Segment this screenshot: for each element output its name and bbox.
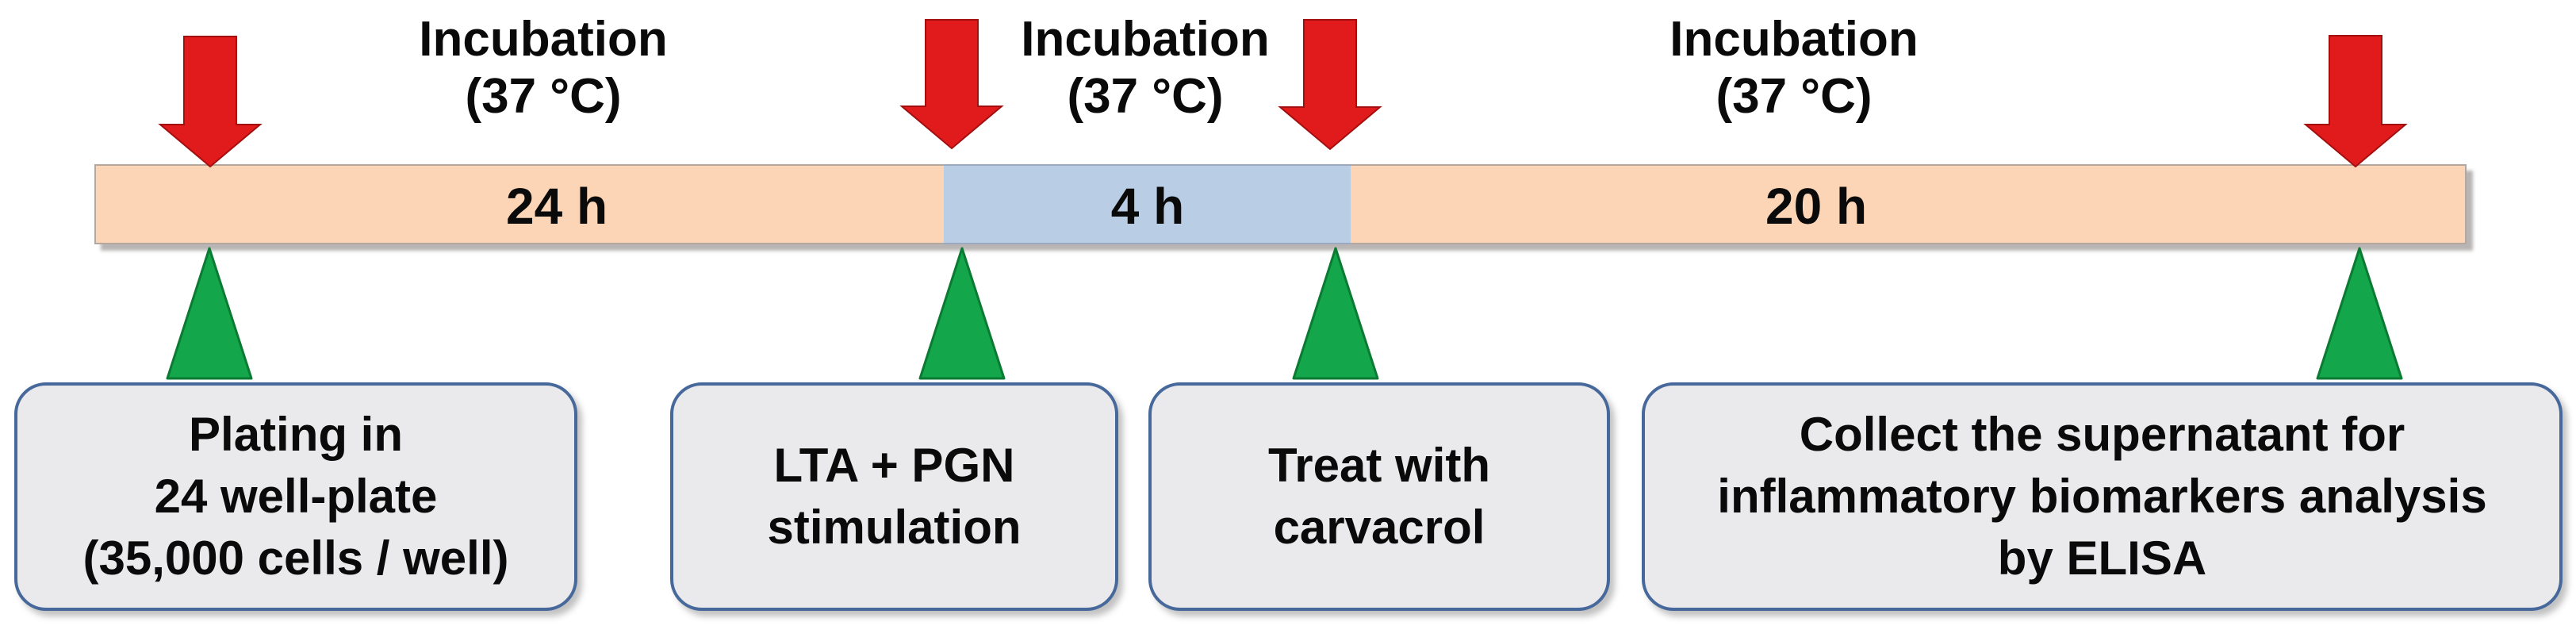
incubation-label-line2: (37 °C) bbox=[1715, 69, 1873, 124]
timeline-label-20h: 20 h bbox=[1765, 177, 1868, 235]
step-line: stimulation bbox=[767, 501, 1022, 554]
timeline-label-24h: 24 h bbox=[505, 177, 608, 235]
green-triangle-stimulation-icon bbox=[918, 247, 1006, 380]
incubation-label-line1: Incubation bbox=[1021, 12, 1270, 67]
green-triangle-collection-icon bbox=[2316, 247, 2403, 380]
step-line: inflammatory biomarkers analysis bbox=[1717, 470, 2487, 523]
incubation-label-line1: Incubation bbox=[419, 12, 668, 67]
green-triangle-carvacrol-icon bbox=[1292, 247, 1379, 380]
incubation-label-line1: Incubation bbox=[1669, 12, 1919, 67]
step-line: by ELISA bbox=[1997, 532, 2207, 585]
red-arrow-stimulation-icon bbox=[899, 19, 1004, 150]
incubation-label-2: Incubation (37 °C) bbox=[1021, 11, 1269, 125]
step-line: Collect the supernatant for bbox=[1799, 408, 2405, 461]
timeline-label-4h: 4 h bbox=[1110, 177, 1185, 235]
step-line: 24 well-plate bbox=[154, 470, 438, 523]
incubation-label-3: Incubation (37 °C) bbox=[1669, 11, 1918, 125]
red-arrow-collection-icon bbox=[2303, 35, 2408, 168]
step-box-plating: Plating in 24 well-plate (35,000 cells /… bbox=[14, 382, 577, 611]
incubation-label-1: Incubation (37 °C) bbox=[419, 11, 667, 125]
step-line: carvacrol bbox=[1273, 501, 1485, 554]
step-box-collection: Collect the supernatant for inflammatory… bbox=[1642, 382, 2563, 611]
timeline-bar: 24 h 4 h 20 h bbox=[94, 164, 2467, 244]
red-arrow-carvacrol-icon bbox=[1278, 19, 1382, 151]
step-line: (35,000 cells / well) bbox=[82, 532, 509, 585]
step-box-stimulation: LTA + PGN stimulation bbox=[670, 382, 1118, 611]
green-triangle-plating-icon bbox=[166, 247, 253, 380]
step-line: Plating in bbox=[189, 408, 403, 461]
incubation-label-line2: (37 °C) bbox=[465, 69, 622, 124]
timeline-segment-4h bbox=[944, 164, 1351, 244]
step-line: LTA + PGN bbox=[773, 439, 1015, 492]
red-arrow-plating-icon bbox=[158, 36, 263, 168]
step-box-carvacrol: Treat with carvacrol bbox=[1148, 382, 1610, 611]
step-line: Treat with bbox=[1267, 439, 1491, 492]
incubation-label-line2: (37 °C) bbox=[1067, 69, 1224, 124]
